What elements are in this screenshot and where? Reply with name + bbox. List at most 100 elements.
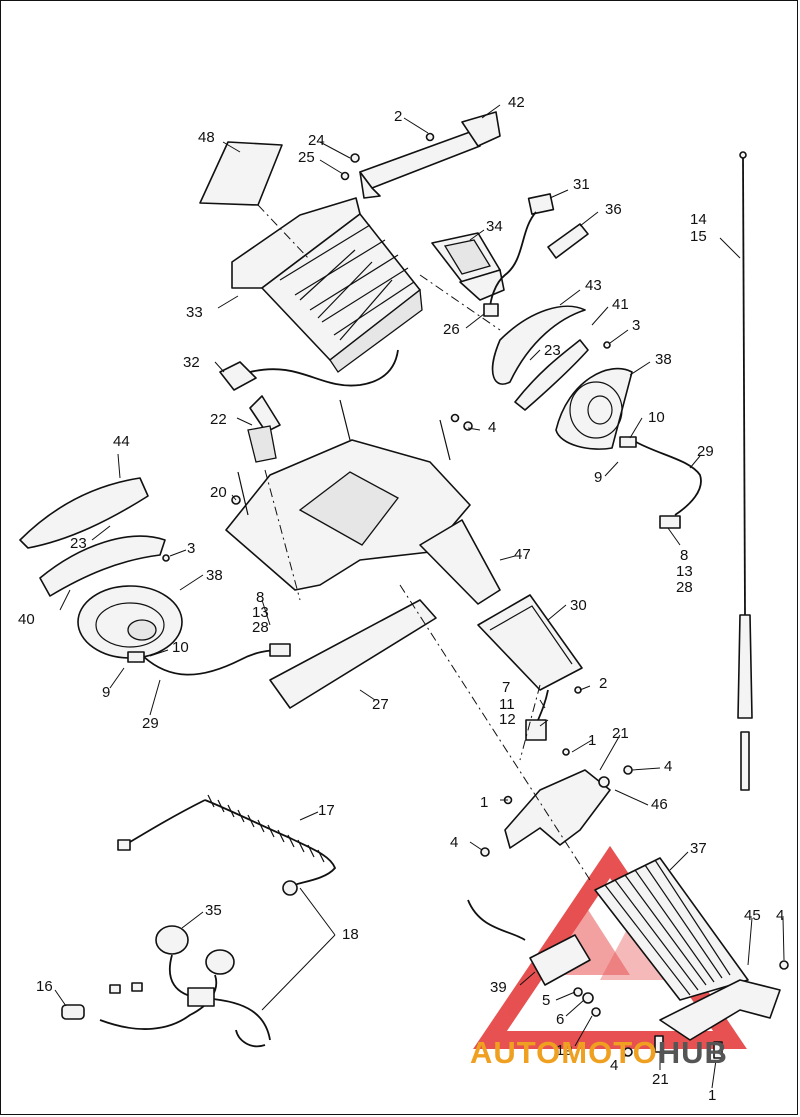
callout-26: 26 (443, 321, 460, 338)
callout-4: 4 (776, 907, 785, 924)
screw-21-b (654, 1035, 664, 1053)
callout-23: 23 (70, 535, 87, 552)
callout-48: 48 (198, 129, 215, 146)
connector-31 (489, 193, 555, 311)
callout-36: 36 (605, 201, 622, 218)
nut-4-d (450, 413, 460, 423)
callout-21: 21 (652, 1071, 669, 1088)
callout-46: 46 (651, 796, 668, 813)
amplifier-37 (594, 857, 749, 1001)
callout-13: 13 (676, 563, 693, 580)
trim-41 (514, 339, 589, 411)
callout-37: 37 (690, 840, 707, 857)
nut-4-f (623, 1047, 633, 1057)
callout-38: 38 (206, 567, 223, 584)
harness-39 (467, 899, 591, 986)
module-34 (431, 232, 505, 301)
callout-9: 9 (102, 684, 111, 701)
nut-4-e (779, 960, 789, 970)
assembly-line-b (419, 274, 501, 331)
callout-10: 10 (172, 639, 189, 656)
callout-8: 8 (256, 589, 265, 606)
callout-28: 28 (252, 619, 269, 636)
callout-4: 4 (664, 758, 673, 775)
callout-2: 2 (599, 675, 608, 692)
bracket-47 (419, 519, 501, 605)
callout-27: 27 (372, 696, 389, 713)
screw-3-left (162, 554, 170, 562)
leader-lines (54, 104, 785, 1089)
callout-32: 32 (183, 354, 200, 371)
watermark-automoto: AUTOMOTO (470, 1035, 658, 1070)
watermark-text: AUTOMOTOHUB (470, 1037, 728, 1068)
callout-47: 47 (514, 546, 531, 563)
callout-29: 29 (142, 715, 159, 732)
callout-6: 6 (556, 1011, 565, 1028)
nut-25 (340, 171, 350, 181)
callout-24: 24 (308, 132, 325, 149)
bracket-45 (659, 979, 781, 1041)
screw-1-b (713, 1041, 723, 1059)
headset-35 (99, 925, 271, 1048)
callout-8: 8 (680, 547, 689, 564)
trim-43 (491, 305, 586, 385)
gasket-40 (39, 535, 166, 597)
module-30 (477, 594, 583, 741)
nut-4-a (623, 765, 633, 775)
screw-2-top (425, 132, 435, 142)
callout-25: 25 (298, 149, 315, 166)
assembly-line-e (264, 469, 301, 601)
clip-a (109, 984, 121, 994)
callout-1: 1 (588, 732, 597, 749)
callout-16: 16 (36, 978, 53, 995)
bracket-36 (547, 223, 589, 259)
callout-28: 28 (676, 579, 693, 596)
spacer-19 (591, 1007, 601, 1017)
cord-17 (117, 794, 337, 896)
harness-29-right (619, 436, 702, 529)
washer-5 (573, 987, 583, 997)
speaker-38-right (555, 367, 633, 450)
mounting-bracket (225, 399, 471, 591)
callout-20: 20 (210, 484, 227, 501)
nut-6 (582, 992, 594, 1004)
callout-4: 4 (488, 419, 497, 436)
antenna-mast-14 (737, 151, 753, 791)
callout-14: 14 (690, 211, 707, 228)
callout-9: 9 (594, 469, 603, 486)
nut-4-b (480, 847, 490, 857)
clip-22 (247, 395, 281, 463)
bracket-46 (504, 769, 611, 849)
callout-12: 12 (499, 711, 516, 728)
callout-5: 5 (542, 992, 551, 1009)
callout-7: 7 (502, 679, 511, 696)
callout-45: 45 (744, 907, 761, 924)
callout-34: 34 (486, 218, 503, 235)
screw-3-right (603, 341, 611, 349)
speaker-38-left (77, 585, 183, 659)
callout-2: 2 (394, 108, 403, 125)
screw-24 (350, 153, 360, 163)
harness-29-left (127, 643, 291, 676)
screw-1-upper (562, 748, 570, 756)
callout-10: 10 (648, 409, 665, 426)
callout-18: 18 (342, 926, 359, 943)
callout-17: 17 (318, 802, 335, 819)
clip-26 (483, 303, 499, 317)
callout-30: 30 (570, 597, 587, 614)
watermark-hub: HUB (657, 1035, 728, 1070)
callout-40: 40 (18, 611, 35, 628)
callout-13: 13 (252, 604, 269, 621)
callout-33: 33 (186, 304, 203, 321)
callout-22: 22 (210, 411, 227, 428)
strap-42 (359, 111, 501, 199)
plug-16 (61, 1004, 85, 1020)
callout-41: 41 (612, 296, 629, 313)
callout-4: 4 (450, 834, 459, 851)
film-48 (199, 141, 283, 206)
callout-15: 15 (690, 228, 707, 245)
callout-4: 4 (610, 1057, 619, 1074)
assembly-line-a (257, 204, 311, 261)
